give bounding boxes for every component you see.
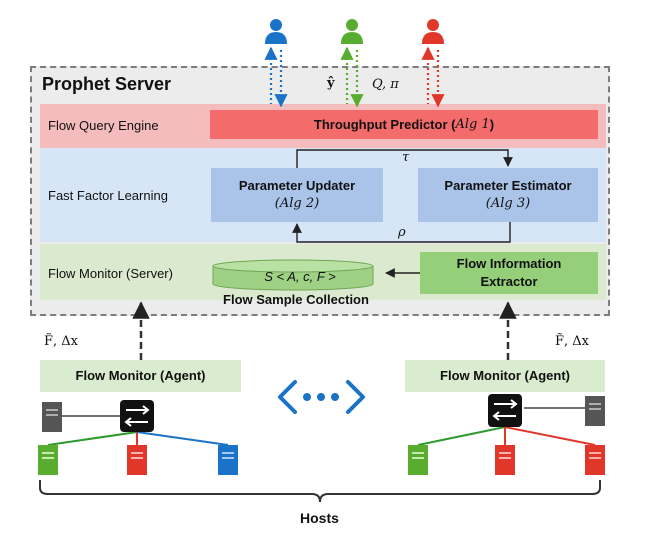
hosts-brace xyxy=(39,480,601,503)
parameter-estimator-box: Parameter Estimator (Alg 3) xyxy=(418,168,598,222)
server-icon xyxy=(42,402,62,432)
yhat-symbol: ŷ xyxy=(327,76,335,91)
network-ellipsis-icon xyxy=(278,380,365,414)
parameter-estimator-alg: (Alg 3) xyxy=(485,196,531,211)
flow-monitor-agent-left: Flow Monitor (Agent) xyxy=(40,360,241,392)
right-agent-annotation: F̃, Δx xyxy=(555,334,590,349)
parameter-updater-box: Parameter Updater (Alg 2) xyxy=(211,168,383,222)
right-host-cluster xyxy=(408,394,605,475)
server-icon xyxy=(495,445,515,475)
throughput-predictor-close: ) xyxy=(489,116,495,132)
flow-monitor-agent-right: Flow Monitor (Agent) xyxy=(405,360,605,392)
server-icon xyxy=(127,445,147,475)
user-query-arrows xyxy=(264,46,445,108)
flow-information-extractor-line2: Extractor xyxy=(480,274,538,289)
throughput-predictor-label: Throughput Predictor ( xyxy=(313,116,456,132)
server-icon xyxy=(38,445,58,475)
flow-query-engine-label: Flow Query Engine xyxy=(48,118,159,133)
rho-symbol: ρ xyxy=(398,225,406,240)
tau-symbol: τ xyxy=(402,150,410,165)
sample-collection-cylinder: S < A, c, F > xyxy=(212,259,374,291)
parameter-updater-alg: (Alg 2) xyxy=(274,196,320,211)
server-icon xyxy=(585,396,605,426)
server-icon xyxy=(585,445,605,475)
query-symbol: Q, π xyxy=(372,77,399,92)
sample-collection-formula: S < A, c, F > xyxy=(264,269,336,284)
user-icon xyxy=(265,19,287,44)
server-icon xyxy=(218,445,238,475)
flow-monitor-server-label: Flow Monitor (Server) xyxy=(48,266,173,281)
server-title: Prophet Server xyxy=(42,74,172,94)
learning-loop-arrows xyxy=(292,149,513,278)
flow-information-extractor-box: Flow Information Extractor xyxy=(420,252,598,294)
fast-factor-learning-label: Fast Factor Learning xyxy=(48,188,168,203)
user-icon xyxy=(341,19,363,44)
left-host-cluster xyxy=(38,400,238,475)
user-icon xyxy=(422,19,444,44)
server-icon xyxy=(408,445,428,475)
sample-collection-label: Flow Sample Collection xyxy=(223,292,369,307)
agent-upload-arrows xyxy=(132,301,517,360)
parameter-updater-label: Parameter Updater xyxy=(238,178,356,193)
flow-information-extractor-line1: Flow Information xyxy=(456,256,562,271)
throughput-predictor-alg: Alg 1 xyxy=(455,116,490,132)
switch-icon xyxy=(120,400,154,432)
hosts-label: Hosts xyxy=(300,510,339,526)
left-agent-annotation: F̃, Δx xyxy=(44,334,79,349)
switch-icon xyxy=(488,394,522,427)
parameter-estimator-label: Parameter Estimator xyxy=(444,178,572,193)
throughput-predictor-box: Throughput Predictor (Alg 1) xyxy=(210,110,598,139)
